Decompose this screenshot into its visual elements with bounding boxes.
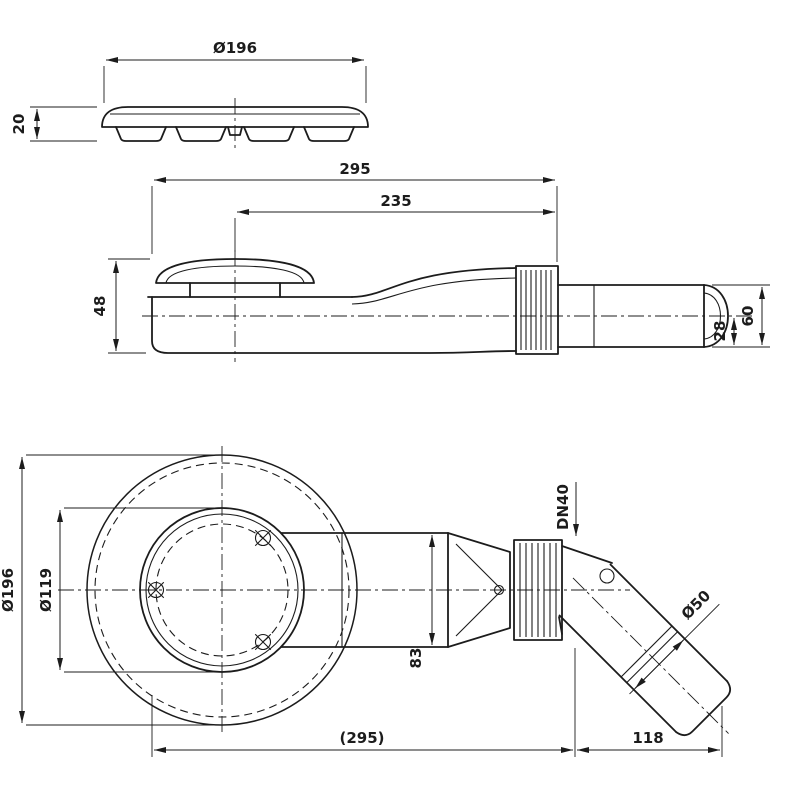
dim-outlet-bottom-offset: 28: [711, 318, 737, 345]
dim-label-outlet-length: 235: [380, 192, 411, 210]
dim-trap-height: 48: [91, 258, 150, 354]
dim-pipe-diameter: Ø50: [629, 587, 720, 695]
dim-outlet-extension: 118: [577, 706, 723, 757]
dim-label-inner-diameter: Ø119: [37, 568, 55, 612]
dim-label-flange-diameter-plan: Ø196: [0, 568, 17, 612]
dim-thread-size: DN40: [554, 482, 579, 536]
dim-flange-diameter-plan: Ø196: [0, 454, 222, 726]
side-elevation-view: 295 235: [91, 160, 770, 362]
dim-body-width: 83: [407, 535, 435, 669]
dim-label-thread-size: DN40: [554, 484, 572, 530]
dim-label-overall-length-plan: (295): [339, 729, 384, 747]
screw-icon: [147, 581, 165, 599]
elbow-screw-icon: [599, 568, 615, 584]
dim-label-outlet-height: 60: [739, 306, 757, 327]
dim-label-body-width: 83: [407, 648, 425, 669]
dim-outlet-length: 235: [234, 192, 555, 252]
dim-label-overall-length: 295: [339, 160, 370, 178]
dim-cover-height: 20: [10, 106, 97, 142]
trap-side-profile: [142, 250, 752, 362]
dim-label-pipe-diameter: Ø50: [678, 587, 715, 624]
cover-section-view: Ø196 20: [10, 39, 369, 148]
screw-icon: [254, 529, 272, 547]
dim-label-cover-height: 20: [10, 114, 28, 135]
dim-cover-diameter: Ø196: [103, 39, 367, 103]
cover-cross-section: [101, 98, 369, 148]
dim-inner-diameter: Ø119: [37, 507, 222, 673]
dim-label-outlet-bottom-offset: 28: [711, 321, 729, 342]
nut-threads: [519, 543, 557, 637]
screw-icon: [254, 633, 272, 651]
dim-outlet-height: 60: [712, 284, 770, 348]
outlet-pipe-plan: Ø50: [558, 563, 732, 737]
dim-overall-length: 295: [151, 160, 558, 262]
dim-label-cover-diameter: Ø196: [213, 39, 257, 57]
dim-overall-length-plan: (295): [151, 648, 576, 757]
nut-threads: [520, 270, 552, 350]
trap-body-plan: [280, 532, 615, 648]
plan-view: Ø50 DN40 83 Ø196 Ø119: [0, 446, 732, 757]
dim-label-outlet-extension: 118: [632, 729, 663, 747]
dim-label-trap-height: 48: [91, 296, 109, 317]
